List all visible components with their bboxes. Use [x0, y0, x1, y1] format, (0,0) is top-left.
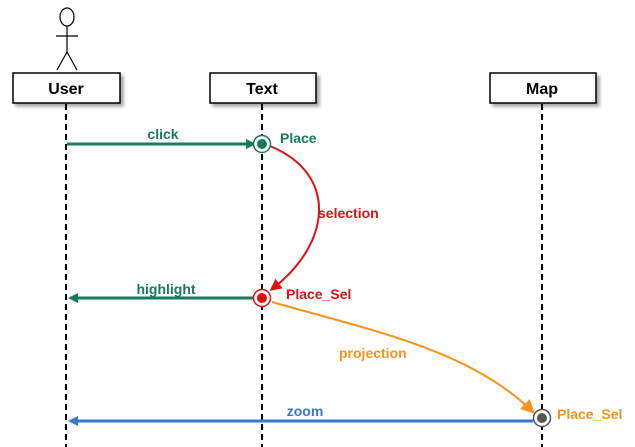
state-label-place-sel-map: Place_Sel [557, 406, 622, 422]
transition-label-selection: selection [318, 205, 379, 221]
message-label-highlight: highlight [136, 281, 195, 297]
message-label-click: click [147, 126, 178, 142]
transition-arrow-selection [269, 145, 320, 291]
transition-label-projection: projection [339, 345, 407, 361]
stick-figure-actor-icon [56, 7, 78, 71]
transition-arrow-projection [271, 301, 535, 414]
state-marker-place [252, 134, 272, 154]
lifeline-label-text: Text [246, 81, 278, 98]
state-label-place-sel-text: Place_Sel [286, 286, 351, 302]
lifeline-head-text: Text [209, 72, 317, 104]
lifeline-head-user: User [12, 72, 121, 104]
message-label-zoom: zoom [287, 403, 324, 419]
lifeline-label-user: User [48, 81, 84, 98]
state-label-place: Place [280, 130, 317, 146]
lifeline-label-map: Map [526, 81, 558, 98]
lifeline-head-map: Map [489, 72, 597, 104]
state-marker-place-sel-text [252, 288, 272, 308]
state-marker-place-sel-map [532, 408, 552, 428]
